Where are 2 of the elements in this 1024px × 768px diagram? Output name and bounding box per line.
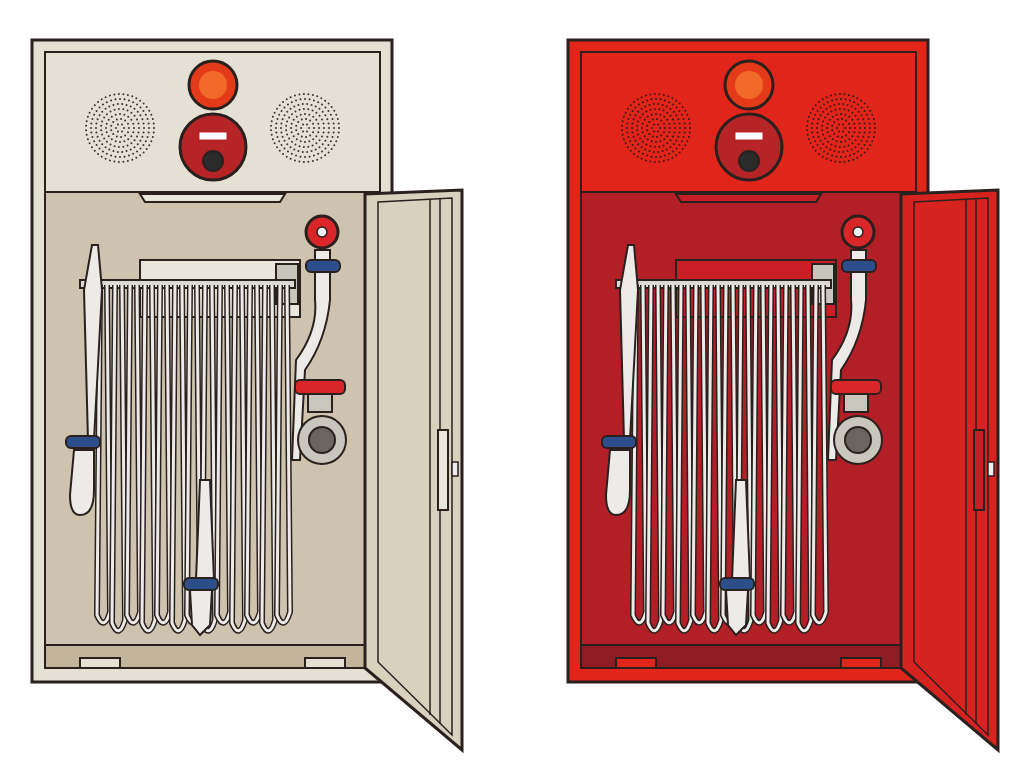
fire-hose-cabinet-drawing [30, 38, 464, 754]
fire-hose-cabinet-drawing [566, 38, 1000, 754]
